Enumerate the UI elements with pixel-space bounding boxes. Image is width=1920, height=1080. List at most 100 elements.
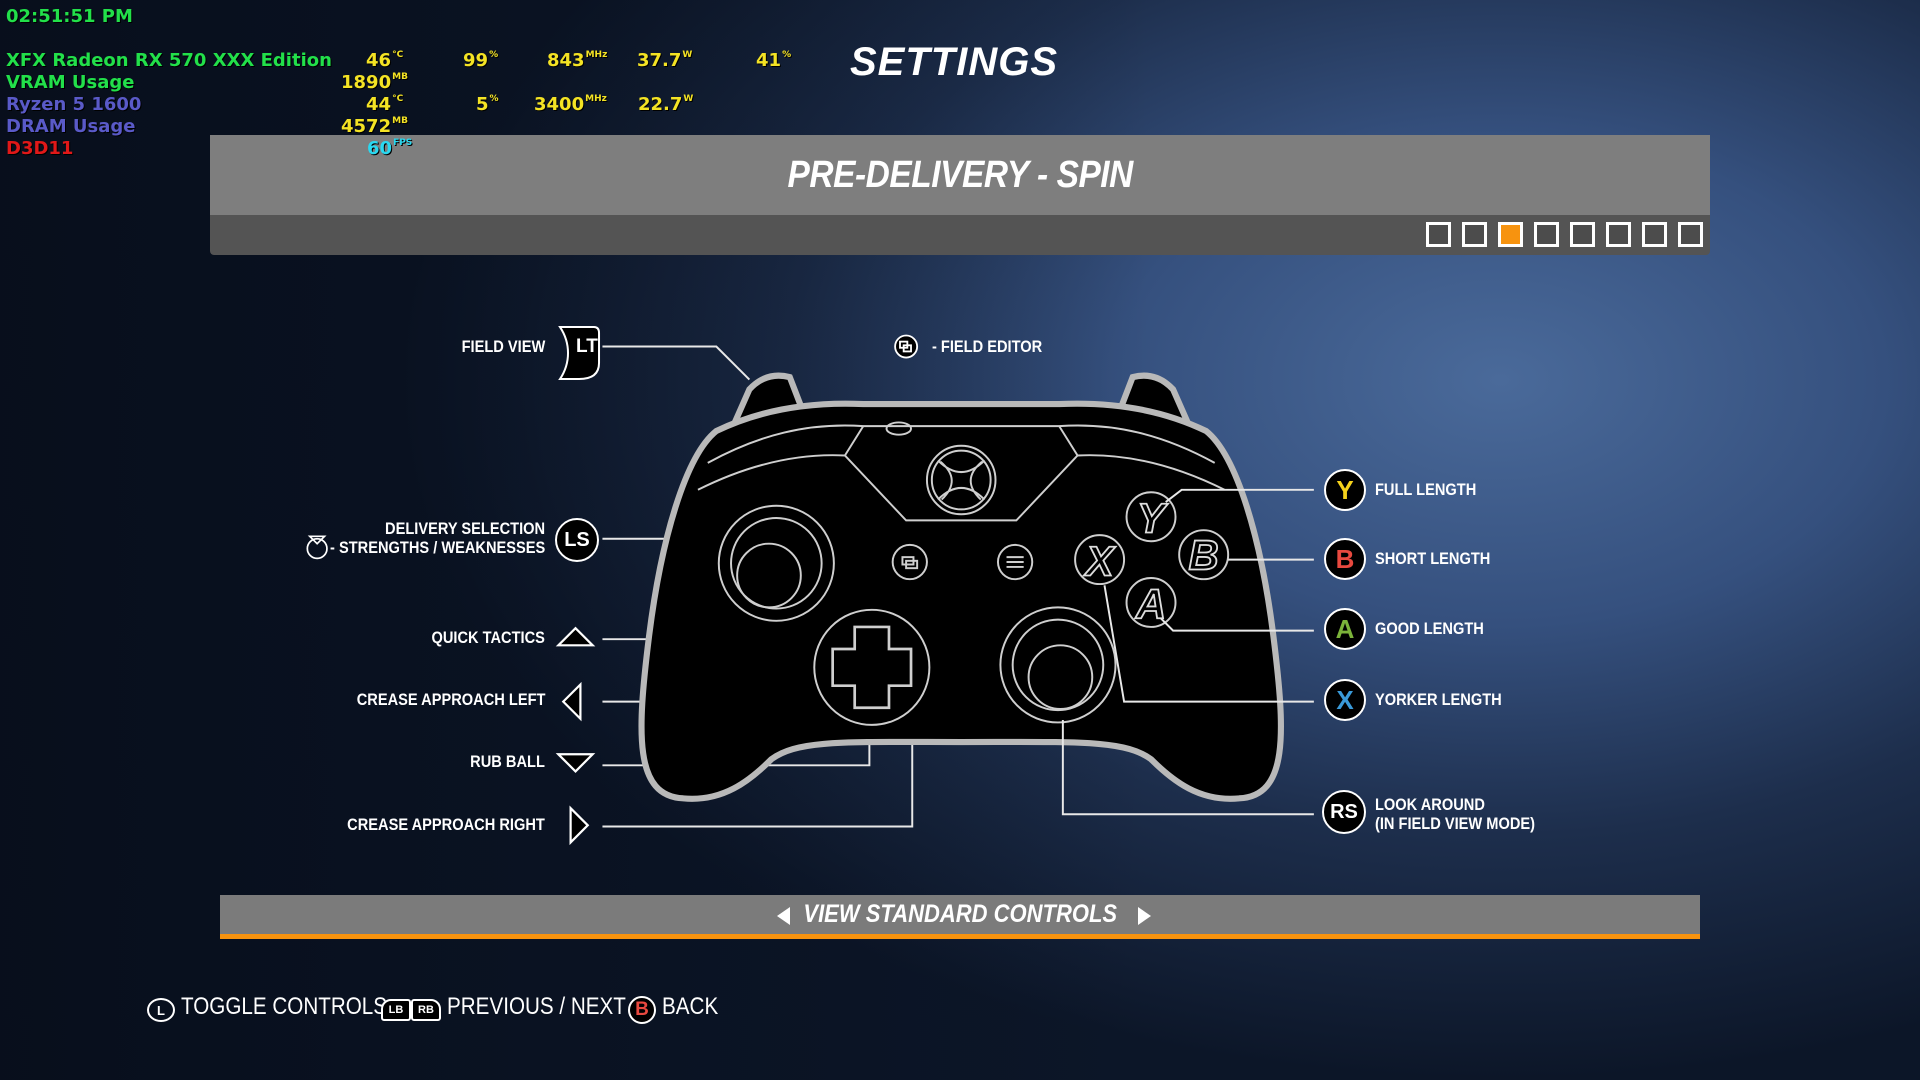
page-indicator-7[interactable] [1642, 222, 1667, 247]
label-delivery-selection: DELIVERY SELECTION [384, 519, 545, 538]
osd-api: D3D11 [6, 138, 74, 159]
b-glyph: B [1189, 531, 1219, 578]
y-button-icon: Y [1324, 469, 1366, 511]
face-buttons [1074, 491, 1230, 628]
back-label[interactable]: BACK [662, 993, 719, 1020]
unit: MB [392, 116, 408, 126]
label-look-around: LOOK AROUND [1375, 795, 1485, 814]
osd-cpu-name: Ryzen 5 1600 [6, 94, 142, 115]
osd-gpu-name: XFX Radeon RX 570 XXX Edition [6, 50, 332, 71]
osd-dram: 4572MB [341, 116, 408, 137]
osd-gpu-load: 99% [463, 50, 498, 71]
label-crease-approach-left: CREASE APPROACH LEFT [356, 690, 545, 709]
value: 22.7 [638, 94, 683, 115]
unit: °C [392, 50, 404, 60]
osd-vram-label: VRAM Usage [6, 72, 135, 93]
label-field-view: FIELD VIEW [461, 337, 545, 356]
page-indicator-6[interactable] [1606, 222, 1631, 247]
y-button [1125, 491, 1177, 543]
dpad-right-icon [569, 805, 590, 846]
b-button-icon: B [628, 996, 656, 1024]
osd-vram: 1890MB [341, 72, 408, 93]
label-crease-approach-right: CREASE APPROACH RIGHT [347, 815, 545, 834]
ls-button-icon: LS [555, 518, 599, 562]
value: 843 [547, 50, 585, 71]
unit: MHz [585, 94, 607, 104]
label-full-length: FULL LENGTH [1375, 480, 1477, 499]
y-glyph: Y [1137, 495, 1168, 542]
left-stick-click-icon [306, 535, 328, 560]
page-indicator-3[interactable] [1498, 222, 1523, 247]
dpad-down-icon [555, 753, 596, 773]
unit: % [782, 50, 792, 60]
page-header: PRE-DELIVERY - SPIN [210, 135, 1710, 215]
x-glyph: X [1084, 538, 1116, 585]
value: 41 [756, 50, 782, 71]
label-strengths-weaknesses: - STRENGTHS / WEAKNESSES [329, 538, 545, 557]
page-indicator-4[interactable] [1534, 222, 1559, 247]
leader-y [1165, 488, 1314, 503]
page-indicator-5[interactable] [1570, 222, 1595, 247]
value: 1890 [341, 72, 392, 93]
leader-lt [602, 345, 751, 381]
view-standard-controls-label: VIEW STANDARD CONTROLS [803, 900, 1117, 928]
value: 46 [366, 50, 392, 71]
osd-gpu-power: 37.7W [637, 50, 692, 71]
osd-cpu-clock: 3400MHz [534, 94, 607, 115]
page-indicator-8[interactable] [1678, 222, 1703, 247]
rb-icon: RB [411, 999, 441, 1021]
value: 3400 [534, 94, 585, 115]
label-in-field-view-mode: (IN FIELD VIEW MODE) [1375, 814, 1536, 833]
a-button-icon: A [1324, 608, 1366, 650]
osd-cpu-temp: 44°C [366, 94, 403, 115]
dpad-up-icon [555, 626, 596, 647]
b-button [1178, 529, 1230, 581]
previous-next-label[interactable]: PREVIOUS / NEXT [447, 993, 626, 1020]
page-indicator-bar [210, 215, 1710, 255]
page-indicator-1[interactable] [1426, 222, 1451, 247]
label-short-length: SHORT LENGTH [1375, 549, 1491, 568]
unit: W [683, 94, 694, 104]
unit: W [682, 50, 693, 60]
a-button [1125, 576, 1177, 628]
field-editor-icon [894, 334, 919, 359]
unit: % [489, 94, 499, 104]
toggle-controls-label[interactable]: TOGGLE CONTROLS [181, 993, 388, 1020]
leader-x [1103, 585, 1314, 703]
unit: FPS [393, 138, 413, 148]
osd-cpu-power: 22.7W [638, 94, 693, 115]
next-arrow-icon[interactable] [1138, 907, 1151, 925]
dpad-left-icon [561, 681, 582, 722]
dpad-direction-icons [555, 626, 596, 846]
b-button-icon: B [1324, 538, 1366, 580]
value: 60 [367, 138, 393, 159]
x-button-icon: X [1324, 679, 1366, 721]
a-glyph: A [1135, 580, 1166, 627]
label-rub-ball: RUB BALL [470, 752, 545, 771]
toggle-controls-icon: L [147, 998, 175, 1022]
value: 4572 [341, 116, 392, 137]
unit: % [489, 50, 499, 60]
value: 5 [476, 94, 489, 115]
leader-a [1160, 617, 1314, 632]
label-field-editor: - FIELD EDITOR [932, 337, 1043, 356]
label-quick-tactics: QUICK TACTICS [431, 628, 545, 647]
label-yorker-length: YORKER LENGTH [1375, 690, 1502, 709]
view-standard-controls-button[interactable]: VIEW STANDARD CONTROLS [220, 895, 1700, 939]
label-good-length: GOOD LENGTH [1375, 619, 1484, 638]
lb-icon: LB [381, 999, 411, 1021]
unit: MB [392, 72, 408, 82]
osd-gpu-clock: 843MHz [547, 50, 607, 71]
screen-title: SETTINGS [850, 40, 1059, 84]
x-button [1074, 534, 1126, 586]
unit: MHz [585, 50, 608, 60]
page-indicator-2[interactable] [1462, 222, 1487, 247]
value: 37.7 [637, 50, 682, 71]
osd-fps: 60FPS [367, 138, 412, 159]
lt-label: LT [576, 336, 598, 357]
prev-arrow-icon[interactable] [777, 907, 790, 925]
value: 99 [463, 50, 489, 71]
